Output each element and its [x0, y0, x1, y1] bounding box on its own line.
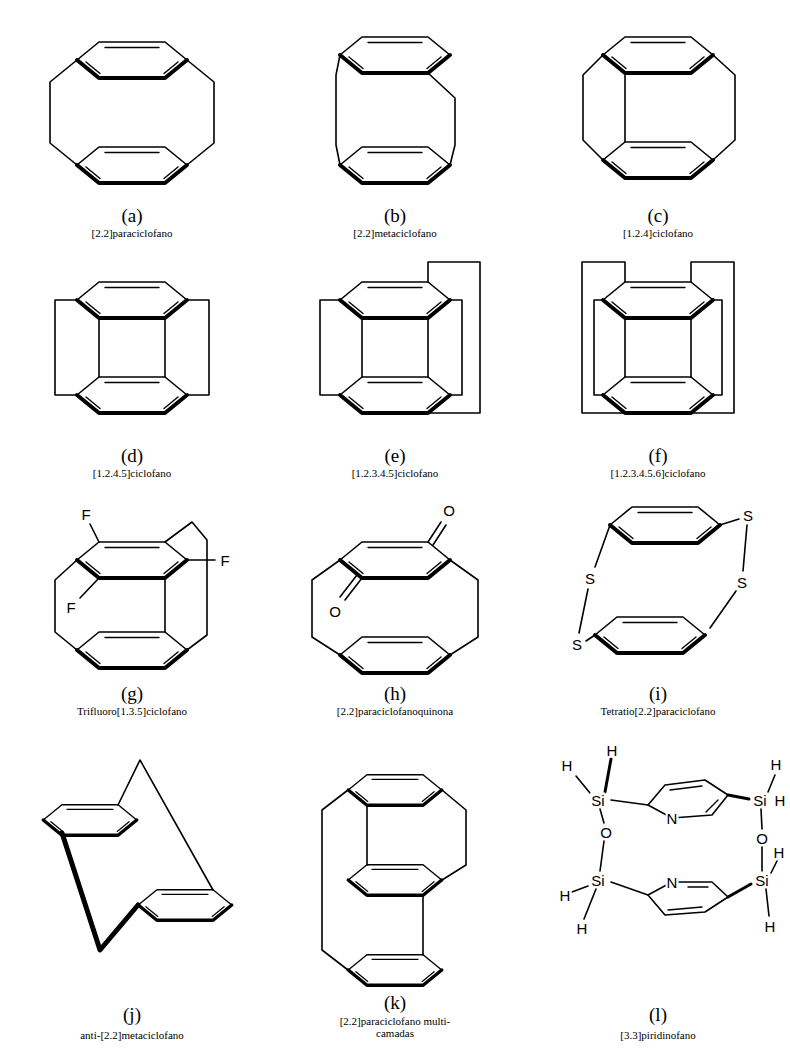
- atom-label: S: [736, 575, 748, 590]
- atom-label: H: [774, 793, 787, 808]
- panel-letter: (g): [121, 684, 143, 705]
- cyclophane-123456: [582, 262, 734, 413]
- pyridinophane: [572, 759, 777, 919]
- panel-letter: (l): [649, 1005, 667, 1026]
- atom-label: N: [666, 875, 679, 890]
- atom-label: O: [328, 604, 342, 619]
- cyclophane-1245: [55, 282, 209, 413]
- atom-label: H: [576, 921, 589, 936]
- atom-label: N: [666, 811, 679, 826]
- atom-label: S: [584, 571, 596, 586]
- compound-name: anti-[2.2]metaciclofano: [80, 1029, 184, 1041]
- panel-letter: (b): [384, 206, 406, 227]
- cyclophane-124: [583, 37, 735, 178]
- compound-name: [3.3]piridinofano: [620, 1029, 695, 1041]
- tetrathia-paracyclophane: [579, 507, 747, 653]
- atom-label: F: [80, 507, 91, 522]
- anti-metacyclophane: [43, 760, 232, 950]
- compound-name: Trifluoro[1.3.5]ciclofano: [77, 705, 187, 717]
- cyclophane-12345: [320, 262, 480, 413]
- compound-name: [2.2]metaciclofano: [353, 227, 436, 239]
- panel-letter: (h): [384, 684, 406, 705]
- paracyclophane: [50, 42, 214, 183]
- metacyclophane: [336, 37, 455, 183]
- atom-label: F: [219, 553, 230, 568]
- atom-label: O: [755, 831, 769, 846]
- panel-letter: (k): [384, 993, 406, 1014]
- panel-letter: (a): [121, 206, 142, 227]
- atom-label: Si: [754, 873, 769, 888]
- compound-name: [2.2]paraciclofanoquinona: [337, 705, 453, 717]
- atom-label: H: [764, 919, 777, 934]
- paracyclophane-quinone: [312, 522, 478, 673]
- compound-name: [1.2.4.5]ciclofano: [93, 467, 172, 479]
- compound-name: [1.2.4]ciclofano: [623, 227, 693, 239]
- atom-label: H: [770, 757, 783, 772]
- panel-letter: (d): [121, 446, 143, 467]
- atom-label: Si: [590, 793, 605, 808]
- compound-name: [1.2.3.4.5.6]ciclofano: [611, 467, 706, 479]
- panel-letter: (e): [384, 446, 405, 467]
- atom-label: S: [571, 637, 583, 652]
- compound-name: Tetratio[2.2]paraciclofano: [601, 705, 716, 717]
- multilayer-paracyclophane: [322, 775, 466, 986]
- atom-label: F: [65, 600, 76, 615]
- trifluoro-cyclophane: [55, 522, 215, 668]
- panel-letter: (j): [123, 1005, 141, 1026]
- compound-name: [1.2.3.4.5]ciclofano: [352, 467, 439, 479]
- panel-letter: (c): [647, 206, 668, 227]
- atom-label: O: [442, 503, 456, 518]
- atom-label: Si: [752, 793, 767, 808]
- atom-label: H: [773, 845, 786, 860]
- atom-label: H: [561, 758, 574, 773]
- atom-label: O: [599, 825, 613, 840]
- panel-letter: (f): [649, 446, 668, 467]
- compound-name: [2.2]paraciclofano: [92, 227, 173, 239]
- atom-label: Si: [590, 873, 605, 888]
- atom-label: H: [606, 743, 619, 758]
- atom-label: H: [559, 888, 572, 903]
- compound-name: [2.2]paraciclofano multi-camadas: [335, 1015, 455, 1039]
- panel-letter: (i): [649, 684, 667, 705]
- atom-label: S: [742, 508, 754, 523]
